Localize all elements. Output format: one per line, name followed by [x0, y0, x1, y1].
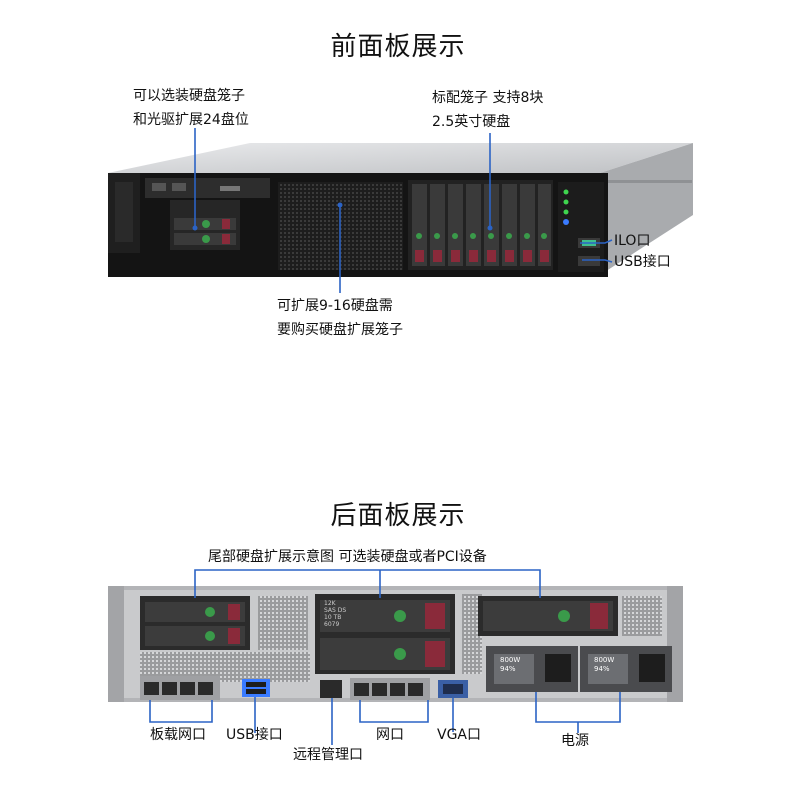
front-panel-title: 前面板展示	[330, 32, 466, 62]
label-onboard-nic: 板载网口	[150, 727, 206, 743]
label-expand-cage-line2: 要购买硬盘扩展笼子	[277, 322, 403, 338]
label-vga-port: VGA口	[437, 727, 482, 743]
drive-label-text: 12K SAS DS 10 TB 6079	[324, 600, 346, 628]
psu1-eff: 94%	[500, 665, 516, 673]
label-standard-cage-line2: 2.5英寸硬盘	[432, 114, 511, 130]
rear-server-chassis	[108, 586, 683, 702]
drive-text-2: SAS DS	[324, 607, 347, 614]
psu2-watt: 800W	[594, 656, 615, 664]
front-callout-lines	[192, 128, 613, 293]
label-optional-cage-line1: 可以选装硬盘笼子	[133, 88, 245, 104]
label-ilo-port: ILO口	[614, 233, 651, 249]
psu1-watt: 800W	[500, 656, 521, 664]
label-optional-cage: 可以选装硬盘笼子 和光驱扩展24盘位	[133, 84, 249, 132]
label-front-usb: USB接口	[614, 254, 671, 270]
psu-label-1: 800W 94%	[500, 656, 520, 674]
label-expand-cage: 可扩展9-16硬盘需 要购买硬盘扩展笼子	[277, 294, 403, 342]
psu2-eff: 94%	[594, 665, 610, 673]
label-optional-cage-line2: 和光驱扩展24盘位	[133, 112, 249, 128]
label-rear-cage: 尾部硬盘扩展示意图 可选装硬盘或者PCI设备	[208, 549, 487, 565]
rear-callout-lines	[149, 569, 621, 745]
rear-panel-title: 后面板展示	[330, 501, 466, 531]
label-expand-cage-line1: 可扩展9-16硬盘需	[277, 298, 393, 314]
drive-text-4: 6079	[324, 621, 340, 628]
label-network-port: 网口	[376, 727, 404, 743]
label-rear-usb: USB接口	[226, 727, 283, 743]
label-standard-cage-line1: 标配笼子 支持8块	[432, 90, 544, 106]
label-power: 电源	[561, 733, 589, 749]
drive-text-1: 12K	[324, 600, 336, 607]
psu-label-2: 800W 94%	[594, 656, 614, 674]
label-standard-cage: 标配笼子 支持8块 2.5英寸硬盘	[432, 86, 543, 134]
label-remote-mgmt: 远程管理口	[293, 747, 363, 763]
drive-text-3: 10 TB	[324, 614, 342, 621]
